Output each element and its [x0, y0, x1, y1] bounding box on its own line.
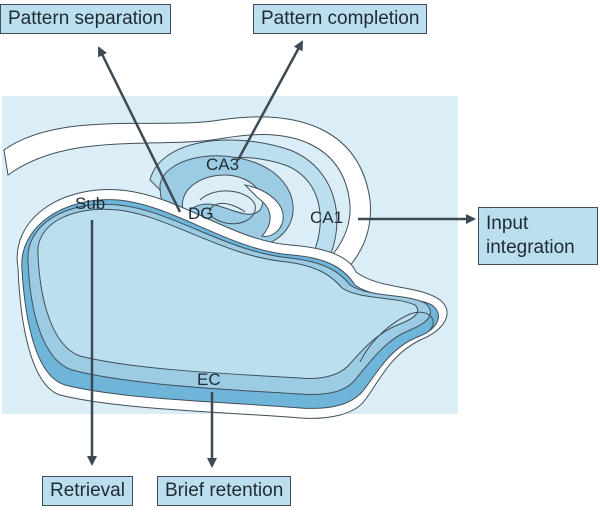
- dg-hook: [199, 190, 256, 225]
- function-box-pattern-completion: Pattern completion: [253, 4, 428, 34]
- region-label-dg: DG: [188, 204, 214, 223]
- function-box-pattern-separation: Pattern separation: [0, 4, 172, 34]
- function-box-brief-retention: Brief retention: [157, 476, 292, 506]
- region-label-ca1: CA1: [310, 208, 344, 227]
- function-box-retrieval: Retrieval: [42, 476, 133, 506]
- region-label-ec: EC: [197, 370, 221, 389]
- region-label-sub: Sub: [75, 194, 106, 213]
- ec-light-layer: [37, 208, 419, 379]
- region-label-ca3: CA3: [206, 155, 240, 174]
- input-integration-line2: integration: [486, 237, 575, 258]
- ec-inner-fold: [359, 311, 434, 363]
- arrow-pattern-completion: [236, 40, 304, 161]
- dg-inner: [243, 184, 284, 237]
- arrow-pattern-separation: [97, 46, 182, 213]
- input-integration-line1: Input: [486, 213, 529, 234]
- function-box-input-integration: Input integration: [478, 207, 598, 265]
